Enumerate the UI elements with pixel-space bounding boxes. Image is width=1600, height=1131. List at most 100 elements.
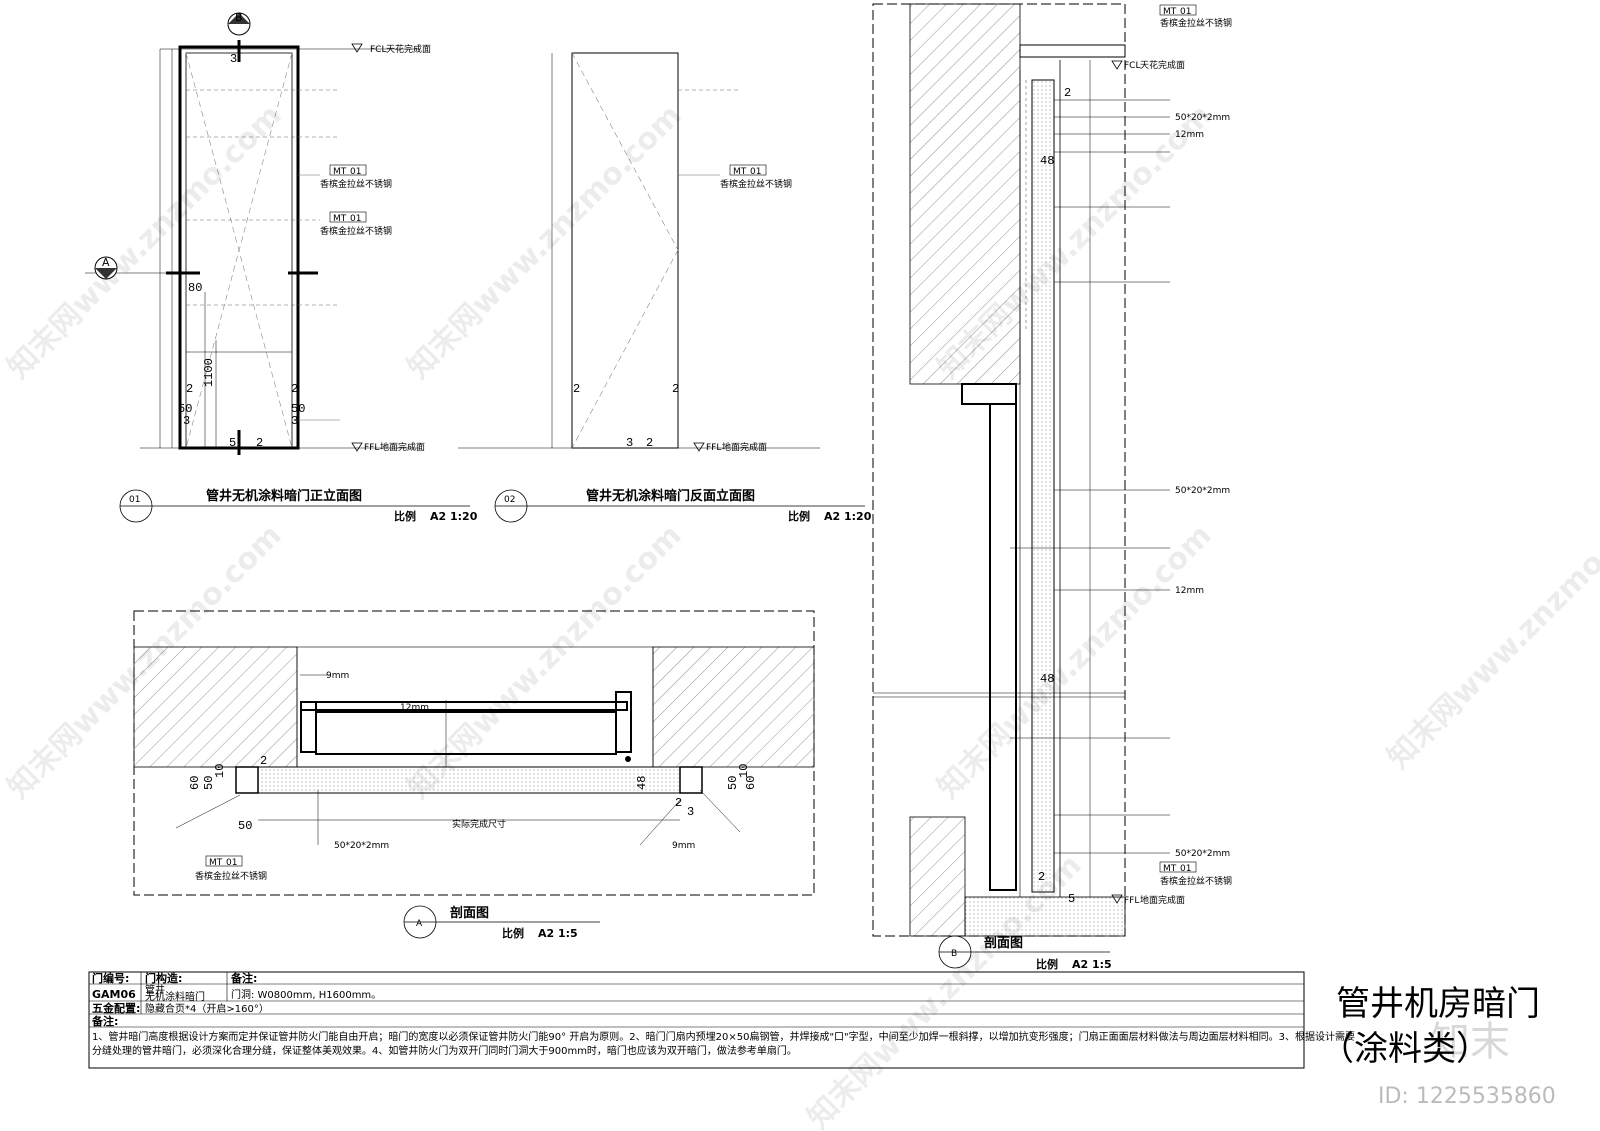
svg-text:FCL: FCL (1124, 61, 1140, 71)
svg-text:香槟金拉丝不锈钢: 香槟金拉丝不锈钢 (1160, 875, 1232, 887)
svg-text:管井: 管井 (145, 983, 165, 996)
svg-text:10: 10 (213, 764, 227, 778)
svg-text:2: 2 (1038, 870, 1045, 884)
svg-text:门构造:: 门构造: (145, 971, 182, 985)
svg-text:5: 5 (229, 436, 236, 450)
svg-text:48: 48 (635, 776, 649, 790)
svg-text:2: 2 (186, 382, 193, 396)
material-tag-2: MT 01 香槟金拉丝不锈钢 (320, 211, 392, 237)
svg-text:A2 1:20: A2 1:20 (824, 510, 872, 523)
svg-text:3: 3 (687, 805, 694, 819)
sectionB-labels: MT 01 香槟金拉丝不锈钢 FCL 天花完成面 50*20*2mm 12mm … (938, 4, 1232, 971)
material-tag-4: MT 01 香槟金拉丝不锈钢 (195, 855, 267, 882)
material-tag-3: MT 01 香槟金拉丝不锈钢 (720, 164, 792, 190)
svg-text:B: B (951, 949, 957, 959)
svg-text:10: 10 (737, 764, 751, 778)
section-b (872, 3, 1170, 937)
svg-text:比例: 比例 (788, 509, 810, 523)
svg-text:无机涂料暗门: 无机涂料暗门 (145, 990, 205, 1003)
svg-text:门洞: W0800mm, H1600mm。: 门洞: W0800mm, H1600mm。 (231, 988, 381, 1001)
svg-text:01: 01 (350, 214, 361, 224)
svg-text:管井机房暗门: 管井机房暗门 (1336, 984, 1540, 1024)
svg-text:知末: 知末 (1430, 1019, 1510, 1065)
svg-text:9mm: 9mm (672, 841, 695, 851)
svg-text:比例: 比例 (502, 926, 524, 940)
svg-text:50*20*2mm: 50*20*2mm (334, 841, 389, 851)
svg-text:50: 50 (178, 402, 192, 416)
svg-text:A2 1:20: A2 1:20 (430, 510, 478, 523)
svg-text:2: 2 (1064, 86, 1071, 100)
elevation-01 (85, 40, 420, 455)
svg-text:A2 1:5: A2 1:5 (1072, 958, 1112, 971)
svg-text:地面完成面: 地面完成面 (722, 441, 767, 453)
svg-text:香槟金拉丝不锈钢: 香槟金拉丝不锈钢 (320, 178, 392, 190)
svg-text:A: A (416, 919, 423, 929)
svg-text:01: 01 (750, 167, 761, 177)
svg-text:FFL: FFL (364, 443, 379, 453)
svg-text:管井无机涂料暗门正立面图: 管井无机涂料暗门正立面图 (206, 488, 362, 504)
svg-text:01: 01 (1180, 7, 1191, 17)
svg-text:MT: MT (1163, 7, 1177, 17)
svg-text:香槟金拉丝不锈钢: 香槟金拉丝不锈钢 (195, 870, 267, 882)
svg-text:剖面图: 剖面图 (984, 935, 1023, 951)
section-a (133, 610, 815, 896)
svg-text:地面完成面: 地面完成面 (380, 441, 425, 453)
svg-text:2: 2 (256, 436, 263, 450)
svg-text:备注:: 备注: (91, 1014, 118, 1028)
svg-text:12mm: 12mm (400, 703, 429, 713)
svg-text:知末网www.znzmo.com: 知末网www.znzmo.com (931, 518, 1219, 806)
svg-text:48: 48 (1040, 672, 1054, 686)
material-tag-5: MT 01 香槟金拉丝不锈钢 (1159, 4, 1232, 29)
svg-text:2: 2 (672, 382, 679, 396)
svg-text:比例: 比例 (394, 509, 416, 523)
svg-text:比例: 比例 (1036, 957, 1058, 971)
svg-text:FFL: FFL (706, 443, 721, 453)
svg-text:3: 3 (183, 414, 190, 428)
svg-text:50*20*2mm: 50*20*2mm (1175, 486, 1230, 496)
svg-text:01: 01 (1180, 864, 1191, 874)
material-tag-1: MT 01 香槟金拉丝不锈钢 (320, 164, 392, 190)
door-spec-table: 门编号: GAM06 门构造: 管井 无机涂料暗门 备注: 门洞: W0800m… (88, 971, 1355, 1069)
elevation-02 (458, 52, 820, 452)
svg-text:9mm: 9mm (326, 671, 349, 681)
svg-text:香槟金拉丝不锈钢: 香槟金拉丝不锈钢 (720, 178, 792, 190)
svg-text:B: B (235, 11, 243, 24)
svg-text:分缝处理的管井暗门，必须深化合理分缝，保证整体美观效果。4、: 分缝处理的管井暗门，必须深化合理分缝，保证整体美观效果。4、如管井防火门为双开门… (92, 1044, 797, 1057)
title-block: 管井机房暗门 （涂料类） 知末 ID: 1225535860 (1320, 984, 1556, 1109)
svg-text:80: 80 (188, 281, 202, 295)
svg-text:A2 1:5: A2 1:5 (538, 927, 578, 940)
svg-text:地面完成面: 地面完成面 (1140, 894, 1185, 906)
svg-text:备注:: 备注: (230, 971, 257, 985)
svg-text:门编号:: 门编号: (92, 971, 129, 985)
svg-text:2: 2 (291, 382, 298, 396)
svg-text:香槟金拉丝不锈钢: 香槟金拉丝不锈钢 (1160, 17, 1232, 29)
svg-text:3: 3 (626, 436, 633, 450)
svg-text:60: 60 (744, 776, 758, 790)
svg-text:2: 2 (675, 796, 682, 810)
svg-text:50*20*2mm: 50*20*2mm (1175, 113, 1230, 123)
svg-text:2: 2 (260, 754, 267, 768)
svg-text:隐藏合页*4（开启>160°）: 隐藏合页*4（开启>160°） (145, 1002, 269, 1015)
svg-text:12mm: 12mm (1175, 130, 1204, 140)
svg-text:剖面图: 剖面图 (450, 905, 489, 921)
svg-text:60: 60 (188, 776, 202, 790)
svg-text:知末网www.znzmo.com: 知末网www.znzmo.com (401, 98, 689, 386)
svg-text:香槟金拉丝不锈钢: 香槟金拉丝不锈钢 (320, 225, 392, 237)
svg-text:（涂料类）: （涂料类） (1320, 1029, 1490, 1069)
svg-text:五金配置:: 五金配置: (92, 1001, 140, 1015)
svg-text:MT: MT (209, 858, 223, 868)
door-frame-01 (178, 45, 300, 450)
svg-text:管井无机涂料暗门反面立面图: 管井无机涂料暗门反面立面图 (586, 488, 755, 504)
svg-text:01: 01 (129, 495, 140, 505)
svg-text:FCL: FCL (370, 45, 386, 55)
svg-text:MT: MT (333, 167, 347, 177)
svg-text:3: 3 (291, 414, 298, 428)
svg-text:ID: 1225535860: ID: 1225535860 (1378, 1084, 1556, 1109)
svg-text:2: 2 (573, 382, 580, 396)
material-tag-6: MT 01 香槟金拉丝不锈钢 (1159, 861, 1232, 887)
view01-labels: B A FCL 天花完成面 FFL 地面完成面 MT 01 香槟金拉丝不锈钢 M… (94, 11, 478, 523)
svg-text:MT: MT (733, 167, 747, 177)
svg-text:12mm: 12mm (1175, 586, 1204, 596)
svg-text:FFL: FFL (1124, 896, 1139, 906)
svg-text:天花完成面: 天花完成面 (1140, 59, 1185, 71)
